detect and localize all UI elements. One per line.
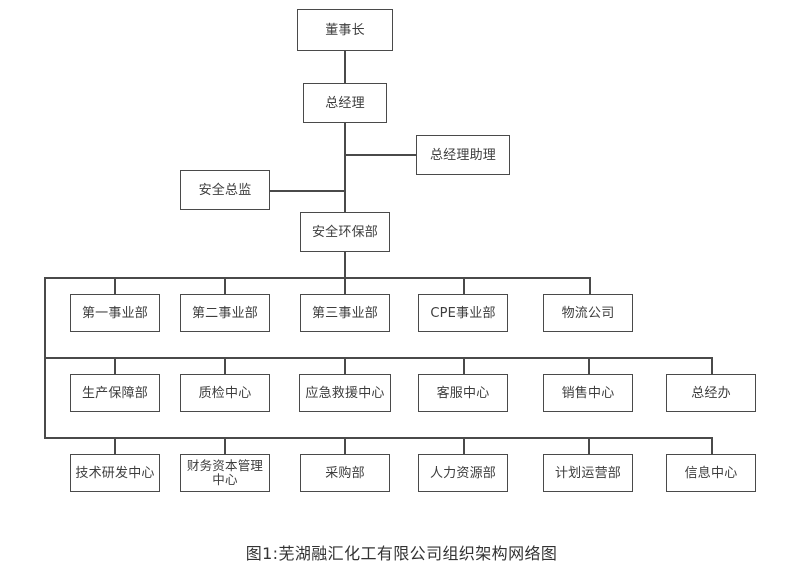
node-chairman: 董事长: [297, 9, 393, 51]
node-hr-dept: 人力资源部: [418, 454, 508, 492]
node-logistics-company: 物流公司: [543, 294, 633, 332]
node-tech-rnd-center: 技术研发中心: [70, 454, 160, 492]
spine-left-row1-to-row2: [44, 277, 46, 359]
connector-gm-spine: [344, 123, 346, 213]
drop-division-1: [114, 277, 116, 294]
drop-planning-operations-dept: [588, 437, 590, 454]
node-customer-service-center: 客服中心: [418, 374, 508, 412]
node-finance-capital-center: 财务资本管理中心: [180, 454, 270, 492]
node-production-support: 生产保障部: [70, 374, 160, 412]
node-division-1: 第一事业部: [70, 294, 160, 332]
connector-chairman-to-gm: [344, 51, 346, 83]
drop-customer-service-center: [463, 357, 465, 374]
node-information-center: 信息中心: [666, 454, 756, 492]
drop-emergency-rescue-center: [344, 357, 346, 374]
drop-division-2: [224, 277, 226, 294]
drop-information-center: [711, 437, 713, 454]
drop-finance-capital-center: [224, 437, 226, 454]
bus-bar-row1: [44, 277, 591, 279]
drop-quality-center: [224, 357, 226, 374]
drop-sales-center: [588, 357, 590, 374]
node-division-3: 第三事业部: [300, 294, 390, 332]
drop-hr-dept: [463, 437, 465, 454]
drop-purchasing-dept: [344, 437, 346, 454]
connector-gm-to-assistant: [344, 154, 416, 156]
node-sales-center: 销售中心: [543, 374, 633, 412]
bus-bar-row3: [44, 437, 713, 439]
node-planning-operations-dept: 计划运营部: [543, 454, 633, 492]
drop-tech-rnd-center: [114, 437, 116, 454]
drop-division-cpe: [463, 277, 465, 294]
node-division-2: 第二事业部: [180, 294, 270, 332]
drop-logistics-company: [589, 277, 591, 294]
node-purchasing-dept: 采购部: [300, 454, 390, 492]
connector-safety-env-to-bus1: [344, 252, 346, 278]
node-safety-director: 安全总监: [180, 170, 270, 210]
drop-gm-office: [711, 357, 713, 374]
drop-division-3: [344, 277, 346, 294]
node-quality-center: 质检中心: [180, 374, 270, 412]
node-gm-assistant: 总经理助理: [416, 135, 510, 175]
connector-gm-to-safety-director: [270, 190, 345, 192]
spine-left-row2-to-row3: [44, 357, 46, 439]
node-division-cpe: CPE事业部: [418, 294, 508, 332]
figure-caption: 图1:芜湖融汇化工有限公司组织架构网络图: [245, 544, 558, 563]
bus-bar-row2: [44, 357, 713, 359]
node-safety-env-dept: 安全环保部: [300, 212, 390, 252]
node-gm-office: 总经办: [666, 374, 756, 412]
drop-production-support: [114, 357, 116, 374]
node-emergency-rescue-center: 应急救援中心: [299, 374, 391, 412]
node-general-manager: 总经理: [303, 83, 387, 123]
